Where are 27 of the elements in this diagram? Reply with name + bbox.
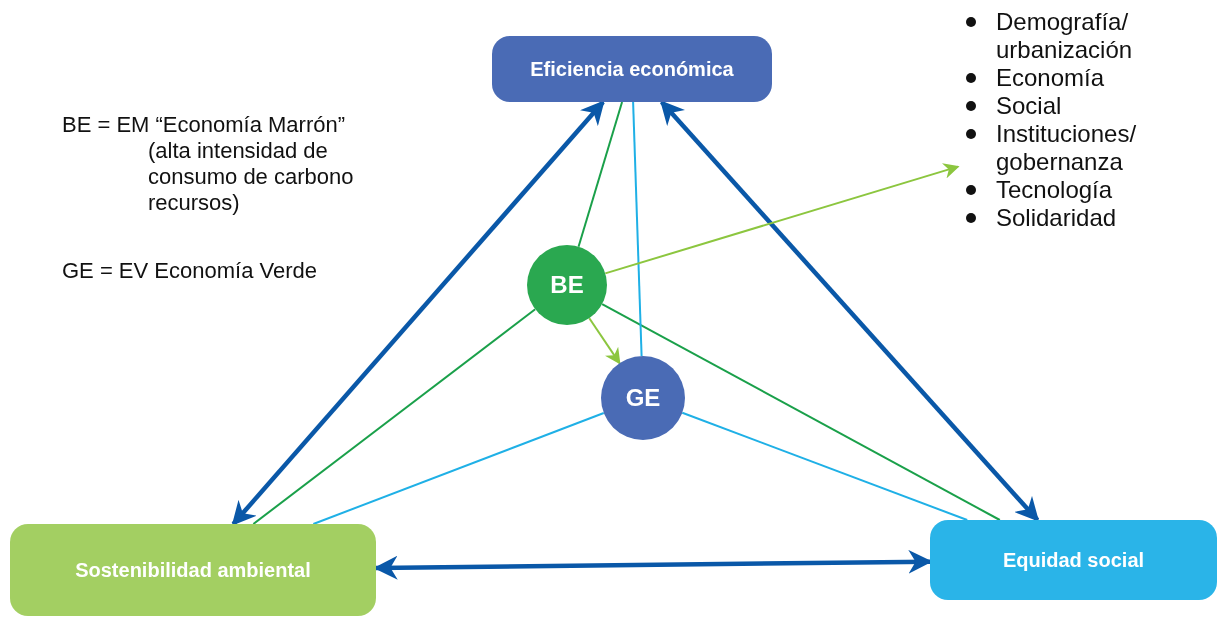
connector-line	[601, 303, 1001, 521]
list-item: Solidaridad	[996, 204, 1117, 231]
list-item: Tecnología	[996, 176, 1113, 203]
circle-node	[527, 245, 607, 325]
rounded-box	[10, 524, 376, 616]
node-label: BE	[550, 271, 584, 299]
rounded-box	[492, 36, 772, 102]
node-label: Sostenibilidad ambiental	[75, 558, 311, 582]
list-item: Instituciones/ gobernanza	[996, 120, 1137, 175]
arrow	[588, 317, 621, 365]
list-item: Social	[996, 92, 1062, 119]
arrow	[660, 100, 1040, 522]
note-text: GE = EV Economía Verde	[62, 258, 318, 284]
list-item: Economía	[996, 64, 1105, 91]
connector-line	[312, 412, 605, 525]
arrow	[604, 163, 960, 275]
connector-line	[632, 101, 643, 357]
connector-line	[681, 411, 969, 521]
connector-line	[577, 101, 624, 248]
connector-line	[252, 308, 537, 525]
node-label: Equidad social	[1002, 548, 1145, 572]
arrow	[231, 100, 605, 526]
node-label: GE	[625, 384, 661, 412]
node-label: Eficiencia económica	[530, 57, 734, 81]
note-text: BE = EM “Economía Marrón” (alta intensidad de consumo de carbono recursos)	[62, 112, 355, 216]
rounded-box	[930, 520, 1217, 600]
list-item: Demografía/ urbanización	[996, 8, 1133, 63]
